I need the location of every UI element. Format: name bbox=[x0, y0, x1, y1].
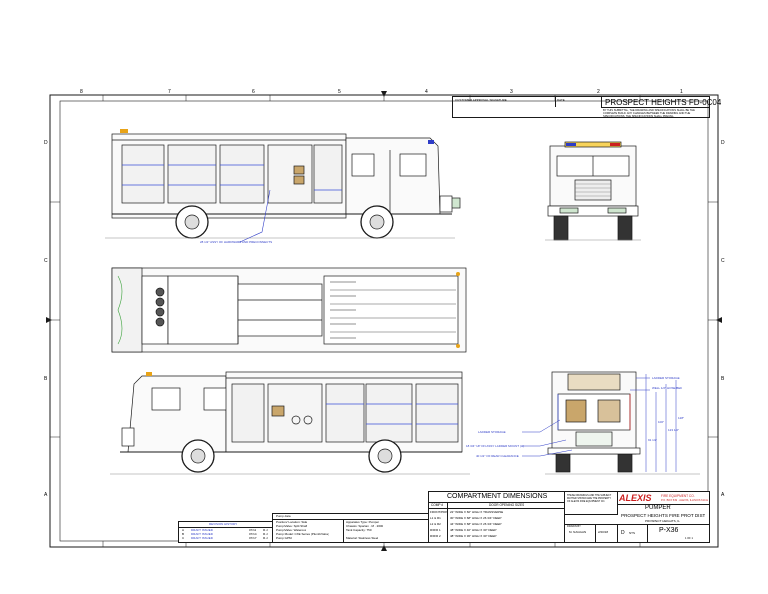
drawing-number: P-X36 bbox=[659, 527, 679, 534]
scale: NTS bbox=[629, 531, 635, 535]
pump-row-2-left: Pump/Valve: Split Shaft bbox=[276, 524, 308, 528]
side-view-top bbox=[105, 129, 461, 243]
comp-row-1: FRONT/PDP bbox=[430, 510, 448, 514]
rev-a-desc: DRAFT ISSUED bbox=[191, 528, 213, 532]
pump-row-3-right: Tank Capacity: 750 bbox=[346, 528, 372, 532]
side-callout: 28 1/2" ASSY OF HARDWARE AND PRECONNECTS bbox=[200, 240, 273, 244]
zone-top-5: 5 bbox=[338, 89, 341, 95]
rev-b-desc: DRAFT ISSUED bbox=[191, 532, 213, 536]
rev-c-desc: DRAFT ISSUED bbox=[191, 536, 213, 540]
drawn-by: M. NAGGAN bbox=[569, 530, 587, 534]
rear-callout-3: 40 1/2" OF REAR CLEARANCE bbox=[476, 454, 519, 458]
zone-top-7: 7 bbox=[168, 89, 171, 95]
pump-row-5-right: Material: Stainless Steel bbox=[346, 536, 379, 540]
comp-row-1-size: 22" WIDE X 60" HIGH X TRANSVERSE bbox=[450, 510, 504, 514]
pump-row-1-left: Position/ Location: Side bbox=[276, 520, 308, 524]
date-label: DATE bbox=[557, 98, 565, 102]
rev-a-by: R.J. bbox=[263, 528, 269, 532]
pump-info-header: Pump data bbox=[276, 514, 291, 518]
compartment-title: COMPARTMENT DIMENSIONS bbox=[447, 493, 548, 500]
dim-4: 128" bbox=[678, 416, 685, 420]
comp-row-4-size: 48" WIDE X 40" HIGH X 30" DEEP bbox=[450, 528, 497, 532]
pump-row-1-right: Apparatus Type: Pumper bbox=[346, 520, 380, 524]
zone-side-c-right: C bbox=[721, 258, 725, 264]
comp-row-2-size: 30" WIDE X 68" HIGH X 26 3/4" DEEP bbox=[450, 516, 502, 520]
sheet-number: 1 OF 1 bbox=[685, 537, 693, 540]
zone-side-d-right: D bbox=[721, 140, 725, 146]
zone-side-d: D bbox=[44, 140, 48, 146]
door-col-header: DOOR OPENING SIZES bbox=[489, 503, 525, 507]
rev-a: A bbox=[182, 528, 185, 532]
zone-top-3: 3 bbox=[510, 89, 513, 95]
customer-name: PROSPECT HEIGHTS FIRE PROT DIST bbox=[621, 513, 706, 518]
front-view bbox=[545, 141, 641, 241]
pump-row-2-right: Chassis: Spartan · M · 2000 bbox=[346, 524, 384, 528]
customer-location: PROSPECT HEIGHTS, IL bbox=[645, 519, 680, 523]
rev-b-date: 07/14 bbox=[249, 532, 257, 536]
rear-right-callout-1: LADDER STORAGE bbox=[652, 376, 680, 380]
zone-top-8: 8 bbox=[80, 89, 83, 95]
approval-label: CUSTOMER APPROVAL SIGNATURE bbox=[455, 98, 507, 102]
comp-row-5: R/R/R 2 bbox=[430, 534, 441, 538]
revision-header: REVISION HISTORY bbox=[209, 522, 238, 526]
drawing-date: 2/20/18 bbox=[598, 530, 609, 534]
dim-1: 91 1/2" bbox=[648, 438, 658, 442]
rev-a-date: 07/11 bbox=[249, 528, 257, 532]
pump-row-4-left: Pump Model: CXE Series (Plumb/Valve) bbox=[276, 532, 330, 536]
pump-row-5-left: Pump GPM: bbox=[276, 536, 293, 540]
approval-block: CUSTOMER APPROVAL SIGNATURE DATE PROSPEC… bbox=[452, 96, 721, 118]
dim-2: 100" bbox=[658, 420, 665, 424]
rear-view bbox=[522, 371, 700, 475]
alexis-logo: ALEXIS bbox=[619, 493, 652, 503]
zone-side-a-right: A bbox=[721, 492, 725, 498]
zone-top-6: 6 bbox=[252, 89, 255, 95]
zone-side-b-right: B bbox=[721, 376, 725, 382]
approval-note: BY THIS SUBMITTAL, THE DRAWING AND SPECI… bbox=[603, 109, 695, 118]
rear-callout-1: LADDER STORAGE bbox=[478, 430, 506, 434]
side-view-bottom bbox=[110, 371, 470, 475]
product-name: PUMPER bbox=[645, 505, 671, 511]
property-note: THESE DRAWINGS AND THE SUBJECT MATTER SH… bbox=[567, 494, 612, 503]
rev-b: B bbox=[182, 532, 185, 536]
pump-info-table: Pump data Position/ Location: Side Appar… bbox=[272, 513, 430, 543]
rev-c-date: 07/17 bbox=[249, 536, 257, 540]
comp-row-3: L2 & R2 bbox=[430, 522, 441, 526]
title-block: THESE DRAWINGS AND THE SUBJECT MATTER SH… bbox=[564, 491, 710, 543]
pump-row-3-left: Pump/Valve: Waterous bbox=[276, 528, 307, 532]
comp-row-4: R/R/R 1 bbox=[430, 528, 441, 532]
zone-top-1: 1 bbox=[680, 89, 683, 95]
rear-right-callout-2: WELL 1/2" HOSE BED bbox=[652, 386, 683, 390]
top-view bbox=[111, 267, 467, 353]
compartment-table: COMPARTMENT DIMENSIONS COMP # DOOR OPENI… bbox=[428, 491, 566, 543]
rear-callout-2: 18 3/4" UP ON ASSY LADDER MOUNT (A) bbox=[466, 444, 524, 448]
comp-col-header: COMP # bbox=[431, 503, 444, 507]
drawing-title: PROSPECT HEIGHTS FD-0C04 bbox=[605, 98, 722, 107]
comp-row-2: L1 & R1 bbox=[430, 516, 441, 520]
comp-row-3-size: 44" WIDE X 68" HIGH X 26 3/4" DEEP bbox=[450, 522, 502, 526]
company-addr: P.O. BOX 549 · ALEXIS, ILLINOIS 61412 bbox=[661, 499, 709, 502]
sheet-size: D bbox=[621, 530, 625, 536]
zone-side-a: A bbox=[44, 492, 48, 498]
company-name: FIRE EQUIPMENT CO. bbox=[661, 494, 695, 498]
zone-side-c: C bbox=[44, 258, 48, 264]
comp-row-5-size: 48" WIDE X 36" HIGH X 30" DEEP bbox=[450, 534, 497, 538]
drawn-by-label: DRAWN BY bbox=[567, 525, 581, 528]
revision-table: REVISION HISTORY A DRAFT ISSUED 07/11 R.… bbox=[178, 521, 274, 543]
rev-c: C bbox=[182, 536, 185, 540]
rev-c-by: R.J. bbox=[263, 536, 269, 540]
zone-top-4: 4 bbox=[425, 89, 428, 95]
rev-b-by: R.J. bbox=[263, 532, 269, 536]
dim-3: 123 1/2" bbox=[668, 428, 680, 432]
zone-side-b: B bbox=[44, 376, 48, 382]
zone-top-2: 2 bbox=[597, 89, 600, 95]
